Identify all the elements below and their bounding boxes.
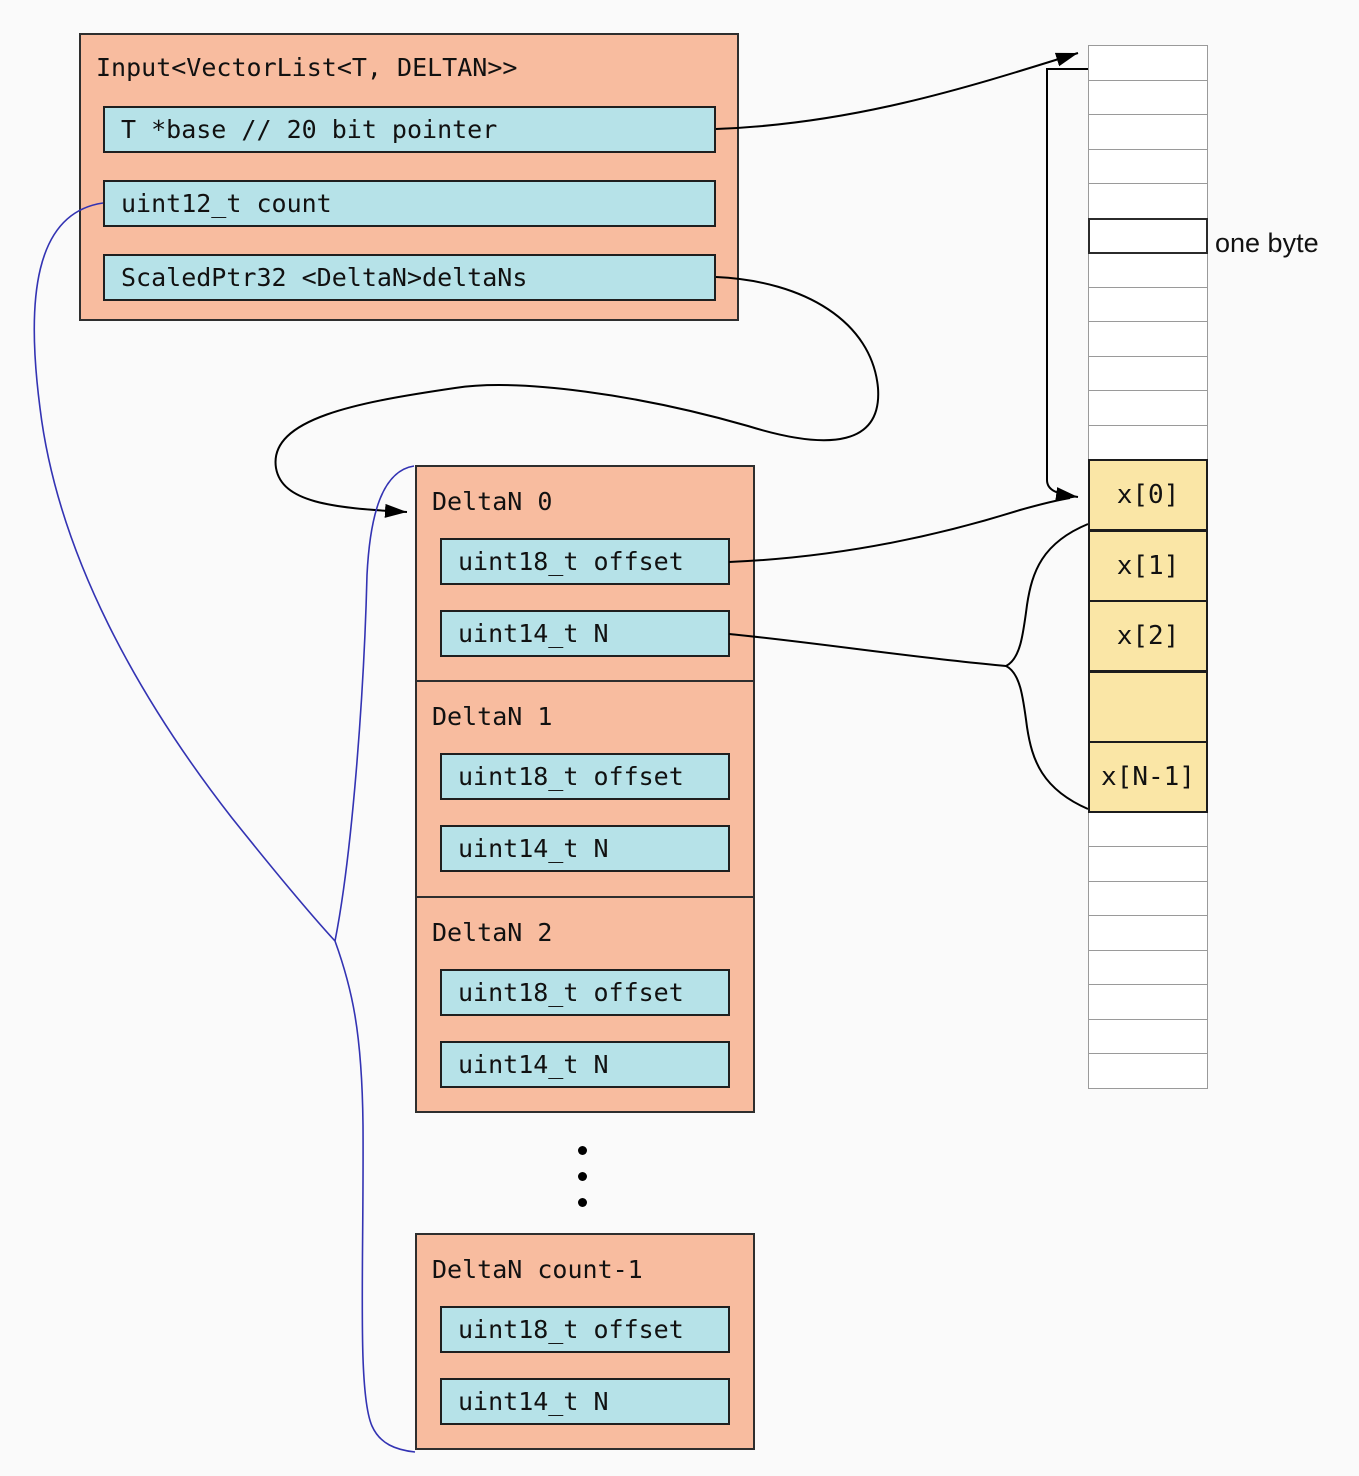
blue-count-branch-bottom [334, 940, 416, 1453]
deltan-1-n-field: uint14_t N [440, 825, 730, 873]
deltan-0-n-field: uint14_t N [440, 610, 730, 657]
curve-offset-to-x0 [728, 497, 1071, 563]
byte-cell [1088, 45, 1208, 81]
byte-cell [1088, 949, 1208, 986]
byte-cell [1088, 880, 1208, 917]
field-base-pointer: T *base // 20 bit pointer [103, 106, 716, 153]
element-cell-x[0]: x[0] [1088, 459, 1208, 531]
brace-x0-to-xn1 [1003, 523, 1089, 810]
byte-cell [1088, 114, 1208, 150]
byte-cell [1088, 811, 1208, 848]
input-struct-box: Input<VectorList<T, DELTAN>> T *base // … [79, 33, 739, 321]
dot [578, 1146, 587, 1155]
deltan-section-2: DeltaN 2 uint18_t offset uint14_t N [417, 895, 753, 1111]
connector-bytes-top-to-x0 [1046, 68, 1088, 501]
element-cell-x[N-1]: x[N-1] [1088, 741, 1208, 813]
byte-cell [1088, 79, 1208, 116]
deltan-1-offset-field: uint18_t offset [440, 753, 730, 801]
byte-cell [1088, 390, 1208, 426]
byte-cell [1088, 1053, 1208, 1089]
byte-column: x[0]x[1]x[2] x[N-1] [1088, 45, 1208, 1089]
one-byte-label: one byte [1215, 227, 1319, 258]
byte-cell [1088, 286, 1208, 323]
deltan-0-title: DeltaN 0 [432, 487, 553, 516]
deltan-last-title: DeltaN count-1 [432, 1255, 643, 1284]
dot [578, 1198, 587, 1207]
input-struct-title: Input<VectorList<T, DELTAN>> [96, 53, 518, 82]
deltan-0-offset-field: uint18_t offset [440, 538, 730, 585]
deltan-2-n-field: uint14_t N [440, 1040, 730, 1088]
byte-cell [1088, 424, 1208, 461]
deltan-1-title: DeltaN 1 [432, 702, 553, 732]
byte-cell [1088, 984, 1208, 1020]
ellipsis-dots [578, 1146, 588, 1207]
deltan-last-n-field: uint14_t N [440, 1378, 730, 1425]
byte-cell [1088, 183, 1208, 219]
deltan-last-offset-field: uint18_t offset [440, 1306, 730, 1353]
byte-cell [1088, 846, 1208, 882]
arrow-base-to-byte-array [715, 52, 1079, 130]
element-cell-x[1]: x[1] [1088, 529, 1208, 602]
element-cell-x[2]: x[2] [1088, 600, 1208, 672]
dot [578, 1172, 587, 1181]
deltan-section-1: DeltaN 1 uint18_t offset uint14_t N [417, 680, 753, 895]
byte-cell [1088, 252, 1208, 288]
field-count: uint12_t count [103, 180, 716, 227]
deltan-last-box: DeltaN count-1 uint18_t offset uint14_t … [415, 1233, 755, 1450]
deltan-2-title: DeltaN 2 [432, 917, 553, 947]
deltan-section-0: DeltaN 0 uint18_t offset uint14_t N [417, 467, 753, 680]
byte-cell [1088, 148, 1208, 185]
byte-cell [1088, 1018, 1208, 1055]
byte-cell [1088, 321, 1208, 357]
element-cell-empty [1088, 670, 1208, 743]
byte-cell [1088, 355, 1208, 392]
one-byte-cell [1088, 217, 1208, 254]
curve-n-to-brace [728, 633, 1007, 667]
deltan-2-offset-field: uint18_t offset [440, 968, 730, 1016]
blue-count-branch-top [334, 465, 415, 942]
field-deltans-pointer: ScaledPtr32 <DeltaN>deltaNs [103, 254, 716, 301]
byte-cell [1088, 915, 1208, 951]
deltan-array-box: DeltaN 0 uint18_t offset uint14_t N Delt… [415, 465, 755, 1113]
